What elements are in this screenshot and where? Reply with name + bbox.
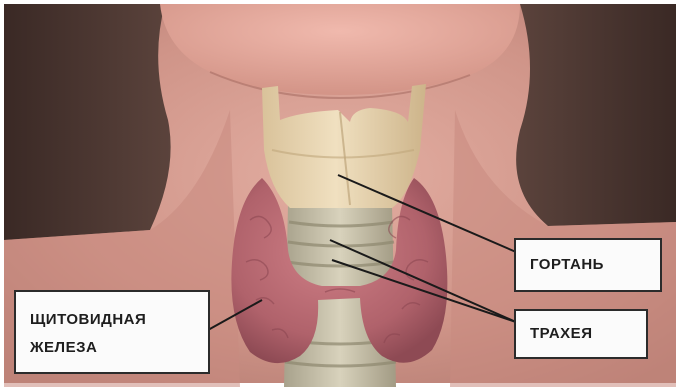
- hair-right: [516, 4, 676, 226]
- label-thyroid-line1: ЩИТОВИДНАЯ: [30, 306, 208, 334]
- label-trachea-text: ТРАХЕЯ: [530, 325, 592, 342]
- label-thyroid-line2: ЖЕЛЕЗА: [30, 334, 208, 362]
- hair-left: [4, 4, 171, 240]
- label-thyroid-gland: ЩИТОВИДНАЯ ЖЕЛЕЗА: [14, 290, 210, 374]
- label-larynx: ГОРТАНЬ: [514, 238, 662, 292]
- label-trachea: ТРАХЕЯ: [514, 309, 648, 359]
- label-larynx-text: ГОРТАНЬ: [530, 256, 604, 273]
